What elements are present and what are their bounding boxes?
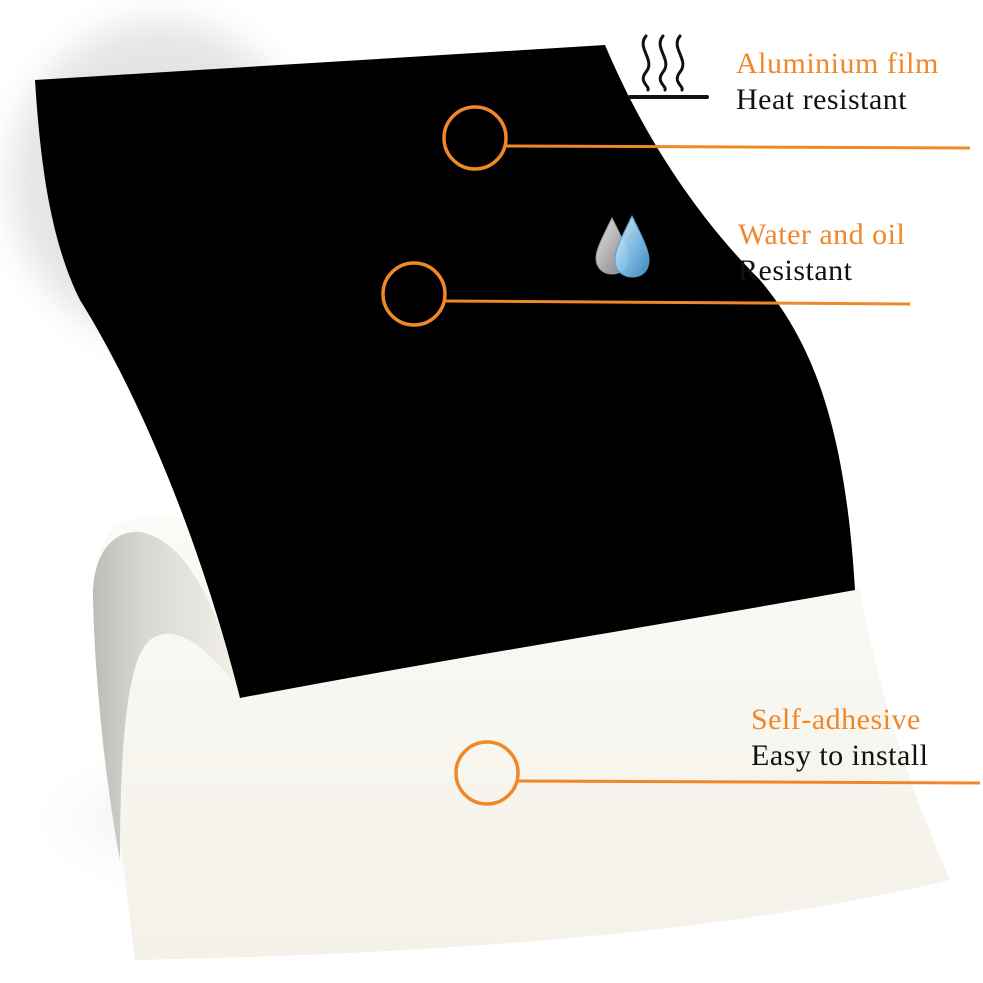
feature-self-adhesive: Self-adhesive Easy to install (751, 702, 928, 774)
callout-line-2 (444, 299, 911, 306)
feature-title: Aluminium film (736, 47, 939, 80)
feature-title: Water and oil (738, 218, 906, 251)
callout-circle-1 (442, 105, 508, 171)
feature-water-oil: Water and oil Resistant (738, 217, 905, 289)
callout-circle-2 (381, 261, 447, 327)
callout-circle-3 (454, 740, 520, 806)
callout-line-1 (505, 144, 971, 150)
backing-curl (92, 531, 240, 860)
feature-subtitle: Easy to install (751, 739, 929, 772)
feature-title: Self-adhesive (751, 703, 921, 736)
aluminium-film-sheet (35, 45, 855, 698)
heat-waves-icon (628, 34, 709, 99)
feature-subtitle: Resistant (738, 254, 853, 287)
feature-aluminium-film: Aluminium film Heat resistant (736, 46, 939, 118)
callout-line-3 (517, 779, 981, 785)
water-drops-icon (595, 214, 650, 278)
feature-subtitle: Heat resistant (736, 83, 908, 116)
